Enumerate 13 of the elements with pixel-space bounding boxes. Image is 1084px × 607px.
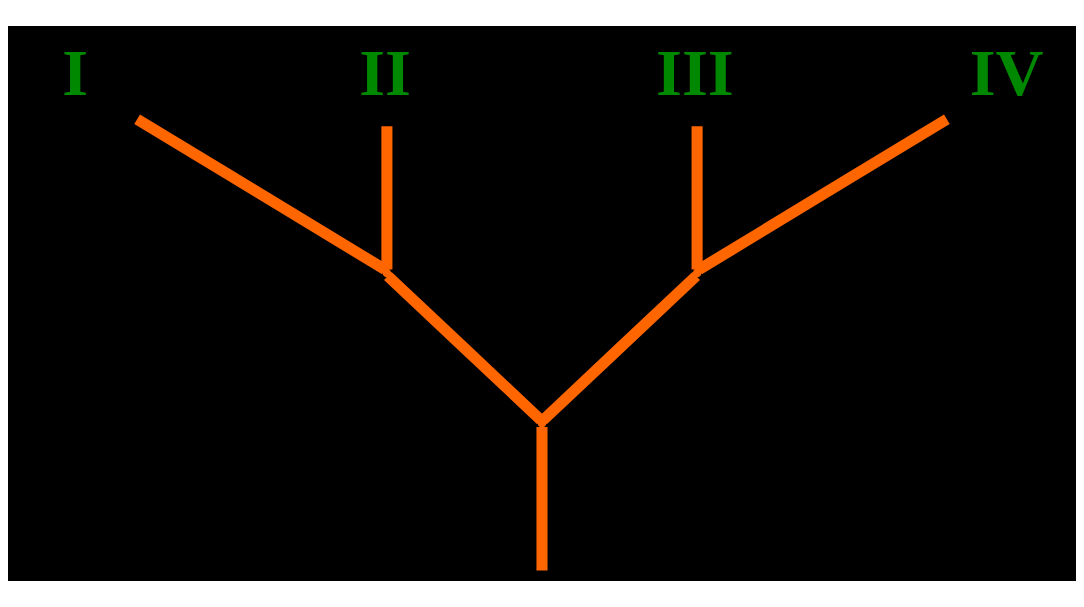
connector: [691, 126, 703, 270]
node-text: III: [656, 35, 734, 109]
connector: [536, 427, 548, 571]
node-text: IV: [969, 35, 1044, 109]
connector: [539, 271, 700, 425]
node-text: II: [359, 35, 411, 109]
connector: [384, 271, 545, 425]
node-point: [382, 268, 392, 278]
node-point: [537, 419, 547, 428]
node-text: I: [62, 35, 89, 109]
connector: [696, 114, 950, 275]
node-point: [692, 268, 702, 278]
connector: [381, 126, 393, 270]
